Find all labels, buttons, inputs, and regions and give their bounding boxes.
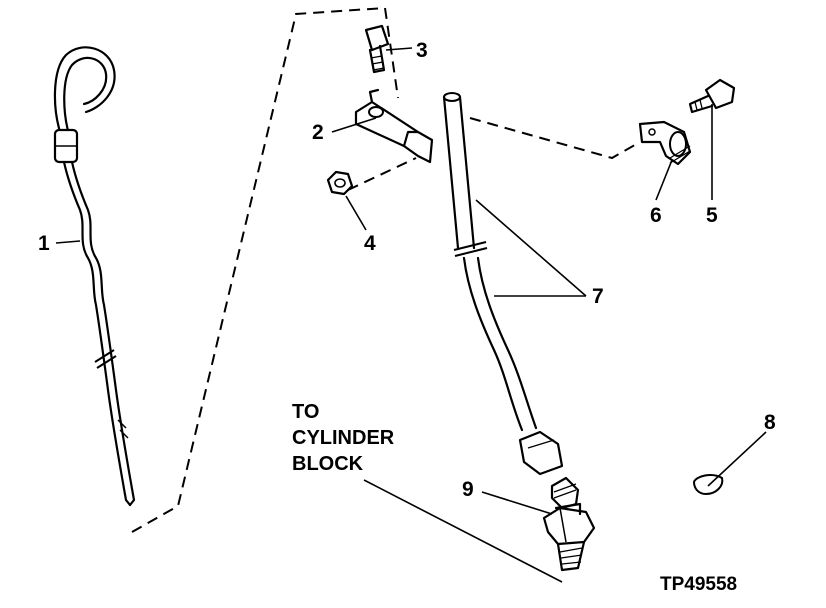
- leader-4: [345, 195, 367, 231]
- leader-7a: [475, 199, 587, 297]
- hex-nut: [326, 170, 354, 196]
- leader-8: [707, 431, 767, 487]
- tube-clamp: [638, 120, 692, 166]
- cap-screw: [364, 24, 390, 74]
- dipstick-tube: [442, 92, 564, 476]
- leader-9: [481, 491, 553, 515]
- callout-4: 4: [364, 232, 376, 255]
- leader-block: [363, 479, 563, 583]
- note-line-3: BLOCK: [292, 453, 364, 475]
- leader-1: [55, 240, 81, 244]
- adapter-fitting: [542, 476, 596, 572]
- figure-reference: TP49558: [660, 574, 737, 595]
- assembly-dashed-line-nut: [347, 157, 417, 191]
- assembly-dashed-line-clamp: [469, 117, 641, 160]
- callout-1: 1: [38, 232, 50, 255]
- callout-2: 2: [312, 121, 324, 144]
- callout-6: 6: [650, 204, 662, 227]
- leader-6: [655, 159, 673, 201]
- assembly-dashed-line-dipstick: [131, 6, 399, 533]
- bracket: [354, 88, 434, 164]
- callout-8: 8: [764, 411, 776, 434]
- note-line-2: CYLINDER: [292, 427, 395, 449]
- callout-7: 7: [592, 285, 604, 308]
- leader-2: [331, 117, 377, 133]
- callout-9: 9: [462, 478, 474, 501]
- leader-3: [385, 47, 413, 51]
- callout-5: 5: [706, 204, 718, 227]
- note-line-1: TO: [292, 401, 319, 423]
- dipstick: [53, 46, 136, 507]
- cup-plug: [692, 474, 724, 496]
- clamp-cap-screw: [688, 78, 736, 114]
- cylinder-block-note: TO CYLINDER BLOCK: [292, 401, 395, 475]
- callout-3: 3: [416, 39, 428, 62]
- leader-lines: [55, 47, 767, 583]
